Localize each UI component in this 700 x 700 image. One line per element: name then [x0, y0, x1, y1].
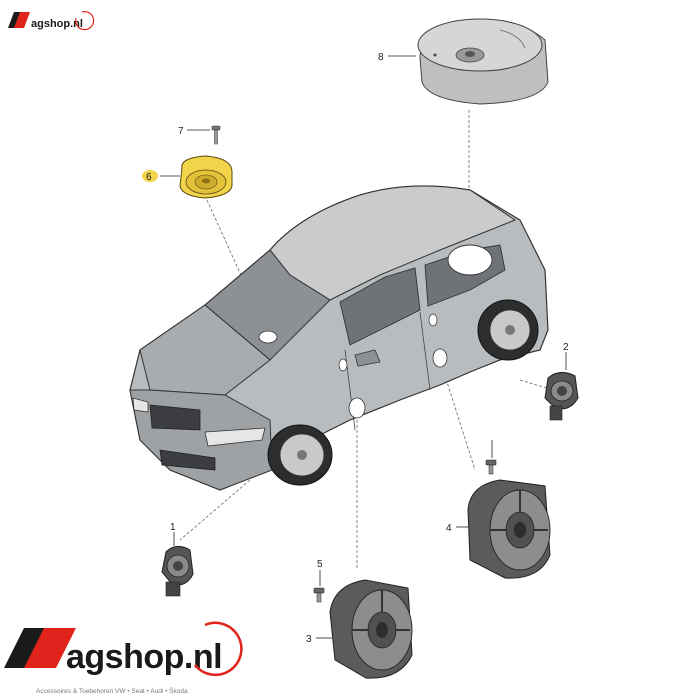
logo-swoosh-icon	[75, 11, 95, 31]
callout-5-lower: 5	[317, 559, 323, 570]
callout-6: 6	[146, 172, 152, 183]
logo-mark-red	[14, 12, 30, 28]
car-illustration	[129, 185, 549, 491]
header-logo-wordmark: agshop.nl	[31, 18, 83, 30]
part-1-speaker[interactable]	[161, 546, 194, 597]
part-2-speaker[interactable]	[544, 372, 579, 421]
part-6-tweeter[interactable]	[179, 155, 233, 199]
part-8-subwoofer[interactable]	[417, 18, 549, 105]
callout-8: 8	[378, 52, 384, 63]
callout-6-highlight	[142, 170, 158, 182]
part-7-screw[interactable]	[211, 125, 221, 145]
callout-2: 2	[563, 342, 569, 353]
footer-logo[interactable]: agshop.nl Accessoires & Toebehoren VW • …	[4, 621, 243, 695]
callout-7: 7	[178, 126, 184, 137]
part-5-screw-upper[interactable]	[485, 459, 497, 475]
part-5-screw-lower[interactable]	[313, 587, 325, 603]
callout-3: 3	[306, 634, 312, 645]
callout-4: 4	[446, 523, 452, 534]
footer-logo-wordmark: agshop.nl	[66, 638, 222, 676]
callout-1: 1	[170, 522, 176, 533]
footer-logo-mark-black	[4, 628, 46, 668]
part-3-speaker[interactable]	[329, 579, 413, 679]
footer-tagline: Accessoires & Toebehoren VW • Seat • Aud…	[36, 686, 188, 695]
part-4-speaker[interactable]	[467, 479, 551, 579]
header-logo[interactable]: agshop.nl	[8, 11, 95, 31]
footer-logo-swoosh-icon	[194, 621, 243, 677]
footer-logo-mark-red	[24, 628, 76, 668]
